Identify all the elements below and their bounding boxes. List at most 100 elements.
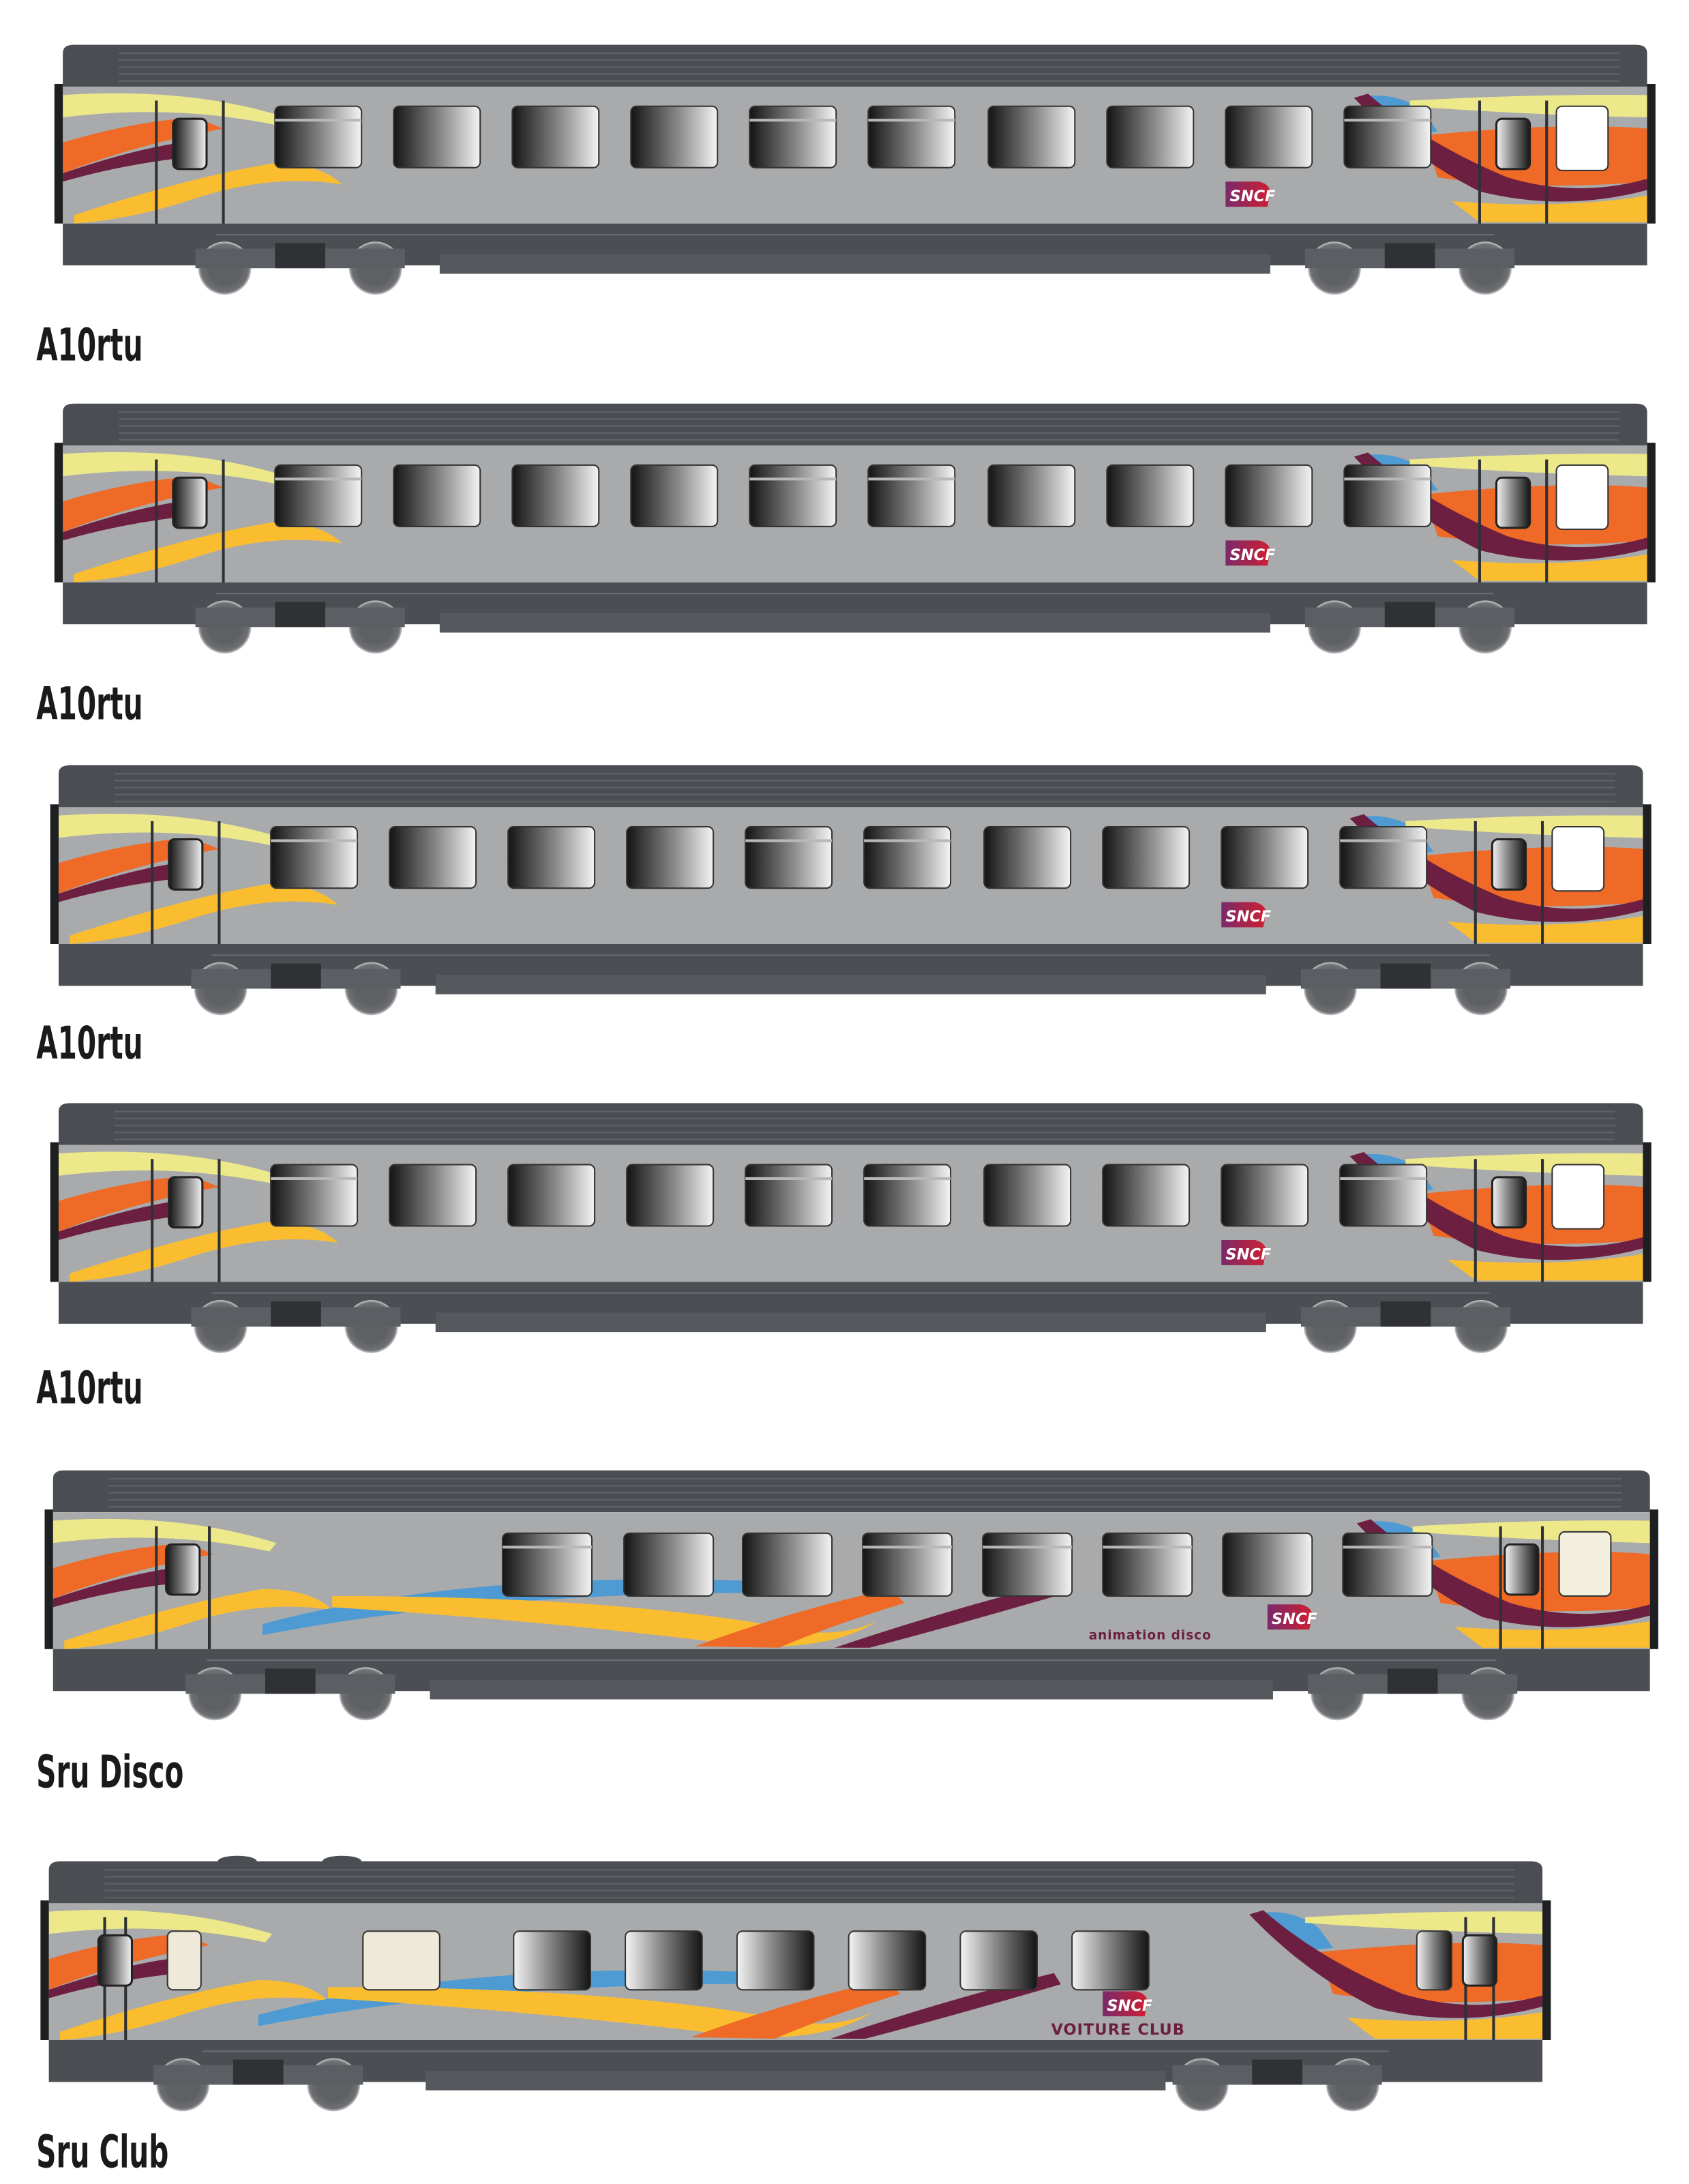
livery-maroon-stripe bbox=[58, 1200, 192, 1240]
window bbox=[389, 826, 477, 889]
window bbox=[867, 105, 956, 168]
window bbox=[959, 1930, 1038, 1991]
bogie bbox=[195, 600, 405, 654]
bogie-step bbox=[1384, 602, 1435, 628]
window bbox=[626, 1164, 715, 1227]
window bbox=[745, 826, 833, 889]
window bbox=[983, 826, 1072, 889]
end-window bbox=[1555, 105, 1609, 171]
window bbox=[1102, 1164, 1191, 1227]
bogie bbox=[1305, 241, 1515, 295]
underfloor-equipment bbox=[439, 613, 1270, 633]
gangway-right bbox=[1647, 83, 1656, 224]
window bbox=[1225, 464, 1313, 527]
door-window bbox=[97, 1934, 133, 1987]
end-window bbox=[166, 1930, 202, 1991]
window bbox=[1342, 1532, 1433, 1597]
sncf-logo-text: SNCF bbox=[1225, 1246, 1272, 1264]
window bbox=[623, 1532, 715, 1597]
coach-3: SNCF bbox=[50, 765, 1651, 1016]
roof-vent bbox=[322, 1855, 362, 1868]
underfloor-equipment bbox=[425, 2071, 1166, 2091]
window bbox=[626, 826, 715, 889]
livery-maroon-stripe bbox=[58, 863, 192, 902]
roof bbox=[48, 1861, 1543, 1904]
roof bbox=[58, 1103, 1643, 1145]
roof bbox=[58, 765, 1643, 808]
bogie bbox=[1300, 962, 1510, 1016]
livery-gold-stripe bbox=[70, 883, 338, 945]
underfloor-equipment bbox=[439, 254, 1270, 274]
livery-maroon-stripe bbox=[63, 142, 196, 182]
livery-orange-swoosh bbox=[695, 1589, 905, 1648]
sncf-logo: SNCF bbox=[1225, 540, 1276, 566]
door-window bbox=[1461, 1934, 1498, 1987]
sncf-logo-badge bbox=[1267, 1604, 1313, 1630]
livery-maroon-swoosh bbox=[835, 1582, 1065, 1648]
gangway-right bbox=[1542, 1900, 1551, 2040]
window bbox=[745, 1164, 833, 1227]
window bbox=[274, 105, 363, 168]
livery-gold-stripe-right bbox=[1454, 1621, 1650, 1648]
window bbox=[1071, 1930, 1150, 1991]
livery-yellow-stripe bbox=[63, 93, 286, 126]
end-window bbox=[1558, 1531, 1612, 1597]
window bbox=[983, 1164, 1072, 1227]
bogie-step bbox=[271, 1301, 321, 1327]
door-window bbox=[1504, 1543, 1540, 1596]
sncf-logo: SNCF bbox=[1225, 181, 1276, 207]
window bbox=[1221, 1164, 1309, 1227]
underfloor-equipment bbox=[435, 1312, 1266, 1333]
window bbox=[867, 464, 956, 527]
window bbox=[987, 105, 1076, 168]
bogie-step bbox=[233, 2059, 284, 2085]
door-window bbox=[168, 838, 204, 891]
window bbox=[1102, 826, 1191, 889]
bogie-step bbox=[1387, 1668, 1438, 1694]
window bbox=[270, 1164, 359, 1227]
livery-maroon-stripe bbox=[63, 501, 196, 541]
sncf-logo-badge bbox=[1221, 1239, 1266, 1265]
window bbox=[511, 464, 600, 527]
window bbox=[511, 105, 600, 168]
window bbox=[1339, 826, 1428, 889]
sncf-logo-badge bbox=[1103, 1991, 1148, 2017]
sncf-logo: SNCF bbox=[1103, 1991, 1153, 2017]
sncf-logo-text: SNCF bbox=[1230, 546, 1276, 564]
bogie-step bbox=[1384, 243, 1435, 269]
coach-4: SNCF bbox=[50, 1103, 1651, 1353]
gangway-left bbox=[44, 1509, 53, 1649]
gangway-left bbox=[54, 443, 63, 582]
door-window bbox=[1491, 838, 1527, 891]
bogie-step bbox=[275, 243, 325, 269]
livery-gold-stripe bbox=[64, 1589, 333, 1649]
sncf-logo-text: SNCF bbox=[1230, 188, 1276, 205]
livery-gold-stripe-right bbox=[1451, 554, 1647, 581]
gangway-right bbox=[1643, 1142, 1651, 1282]
window bbox=[362, 1930, 440, 1991]
livery-gold-stripe bbox=[74, 522, 342, 582]
window bbox=[863, 1164, 952, 1227]
end-window bbox=[1551, 1164, 1605, 1230]
bogie-step bbox=[265, 1668, 316, 1694]
bogie bbox=[185, 1667, 395, 1721]
coach-type-label: A10rtu bbox=[36, 1361, 143, 1414]
bogie-step bbox=[1252, 2059, 1302, 2085]
coach-type-label: Sru Club bbox=[36, 2125, 168, 2178]
window bbox=[630, 464, 719, 527]
window bbox=[1102, 1532, 1193, 1597]
window bbox=[1225, 105, 1313, 168]
window bbox=[625, 1930, 703, 1991]
window bbox=[749, 464, 837, 527]
coach-type-label: A10rtu bbox=[36, 1017, 143, 1069]
roof-vent bbox=[218, 1855, 257, 1868]
window bbox=[501, 1532, 593, 1597]
sncf-logo-badge bbox=[1225, 540, 1270, 566]
livery-yellow-stripe bbox=[58, 1151, 282, 1185]
gangway-left bbox=[50, 1142, 59, 1282]
end-window bbox=[1551, 826, 1605, 892]
sncf-logo: SNCF bbox=[1221, 902, 1272, 928]
livery-gold-stripe bbox=[70, 1222, 338, 1282]
bogie bbox=[1172, 2058, 1382, 2112]
